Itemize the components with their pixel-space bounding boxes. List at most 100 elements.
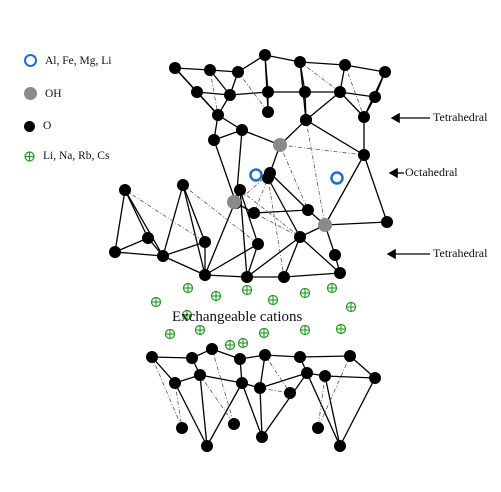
hydroxyl-atom (318, 218, 332, 232)
bond (267, 177, 301, 238)
exchangeable-cation (181, 309, 193, 321)
oxygen-atom (299, 86, 311, 98)
hidden-bond (317, 375, 326, 429)
legend-oxygen-label: O (43, 120, 52, 132)
hidden-bond (182, 184, 259, 245)
bond (182, 184, 206, 276)
oxygen-atom (319, 370, 331, 382)
bond-lines (114, 54, 388, 447)
hidden-bond (264, 354, 291, 394)
black-dot-icon (24, 120, 35, 132)
hidden-bond (199, 374, 235, 425)
exchangeable-cation (194, 324, 206, 336)
bond (241, 382, 263, 438)
oxygen-atom (358, 111, 370, 123)
hidden-bond (344, 64, 365, 118)
bond (229, 91, 269, 96)
oxygen-atom (262, 172, 274, 184)
oxygen-atom (358, 149, 370, 161)
oxygen-atom (312, 422, 324, 434)
bond (305, 91, 341, 121)
layer-label-tetrahedral-top: Tetrahedral (433, 110, 488, 124)
oxygen-atom (262, 86, 274, 98)
exchangeable-cation (299, 287, 311, 299)
legend-metal: Al, Fe, Mg, Li (24, 54, 111, 67)
oxygen-atom (259, 49, 271, 61)
metal-atom (249, 168, 263, 182)
bond (151, 356, 193, 359)
bond (344, 64, 386, 73)
oxygen-atom (208, 134, 220, 146)
oxygen-atom (169, 377, 181, 389)
oxygen-atom (381, 216, 393, 228)
oxygen-atom (169, 62, 181, 74)
oxygen-atom (252, 238, 264, 250)
oxygen-atom (177, 179, 189, 191)
hidden-bond (299, 61, 341, 93)
bond (324, 154, 365, 226)
oxygen-atom (206, 343, 218, 355)
oxygen-atom (294, 56, 306, 68)
bond (305, 119, 365, 156)
oxygen-atom (334, 86, 346, 98)
oxygen-atom (194, 369, 206, 381)
oxygen-atom (254, 382, 266, 394)
hidden-bond (124, 189, 206, 243)
bond (363, 154, 388, 223)
bond (204, 274, 248, 278)
layer-label-octahedral: Octahedral (405, 165, 458, 179)
bond (162, 184, 184, 257)
oxygen-atom (191, 86, 203, 98)
bond (199, 374, 208, 447)
bond (259, 372, 308, 389)
exchangeable-cation (335, 323, 347, 335)
bond (324, 221, 388, 226)
oxygen-atom (344, 350, 356, 362)
oxygen-atom (248, 207, 260, 219)
hidden-bond (235, 172, 271, 204)
exchangeable-cations-label: Exchangeable cations (172, 309, 303, 325)
oxygen-atom (142, 232, 154, 244)
oxygen-atom (228, 418, 240, 430)
legend-cations: Li, Na, Rb, Cs (24, 150, 109, 162)
bond (213, 139, 237, 204)
exchangeable-cation (326, 282, 338, 294)
bond (174, 382, 208, 447)
bond (114, 189, 126, 253)
bond (299, 61, 346, 66)
green-cross-circle-icon (24, 150, 35, 162)
exchangeable-cation (258, 327, 270, 339)
oxygen-atom (334, 440, 346, 452)
oxygen-atom (201, 440, 213, 452)
bond (253, 209, 309, 214)
oxygen-atom (262, 106, 274, 118)
oxygen-atom (302, 204, 314, 216)
oxygen-atom (236, 124, 248, 136)
exchangeable-cation (241, 284, 253, 296)
hidden-bond (279, 144, 365, 156)
bond (206, 382, 243, 447)
oxygen-atom (234, 353, 246, 365)
oxygen-atom (278, 271, 290, 283)
oxygen-atom (329, 249, 341, 261)
exchangeable-cation (164, 328, 176, 340)
hydroxyl-atom (273, 138, 287, 152)
hidden-bond (259, 387, 291, 394)
bond (306, 372, 341, 447)
hidden-bond (237, 71, 269, 113)
exchangeable-cation (224, 339, 236, 351)
bond (269, 172, 309, 211)
bond (239, 189, 259, 245)
oxygen-atom (236, 377, 248, 389)
hidden-bond (151, 356, 183, 429)
oxygen-atom (259, 349, 271, 361)
metal-atom (330, 171, 344, 185)
layer-arrows (386, 112, 430, 260)
exchangeable-cation (182, 282, 194, 294)
oxygen-atom (109, 246, 121, 258)
hidden-bond (211, 348, 235, 425)
exchangeable-cation-group (150, 282, 357, 351)
oxygen-atom (212, 109, 224, 121)
oxygen-atom (241, 271, 253, 283)
